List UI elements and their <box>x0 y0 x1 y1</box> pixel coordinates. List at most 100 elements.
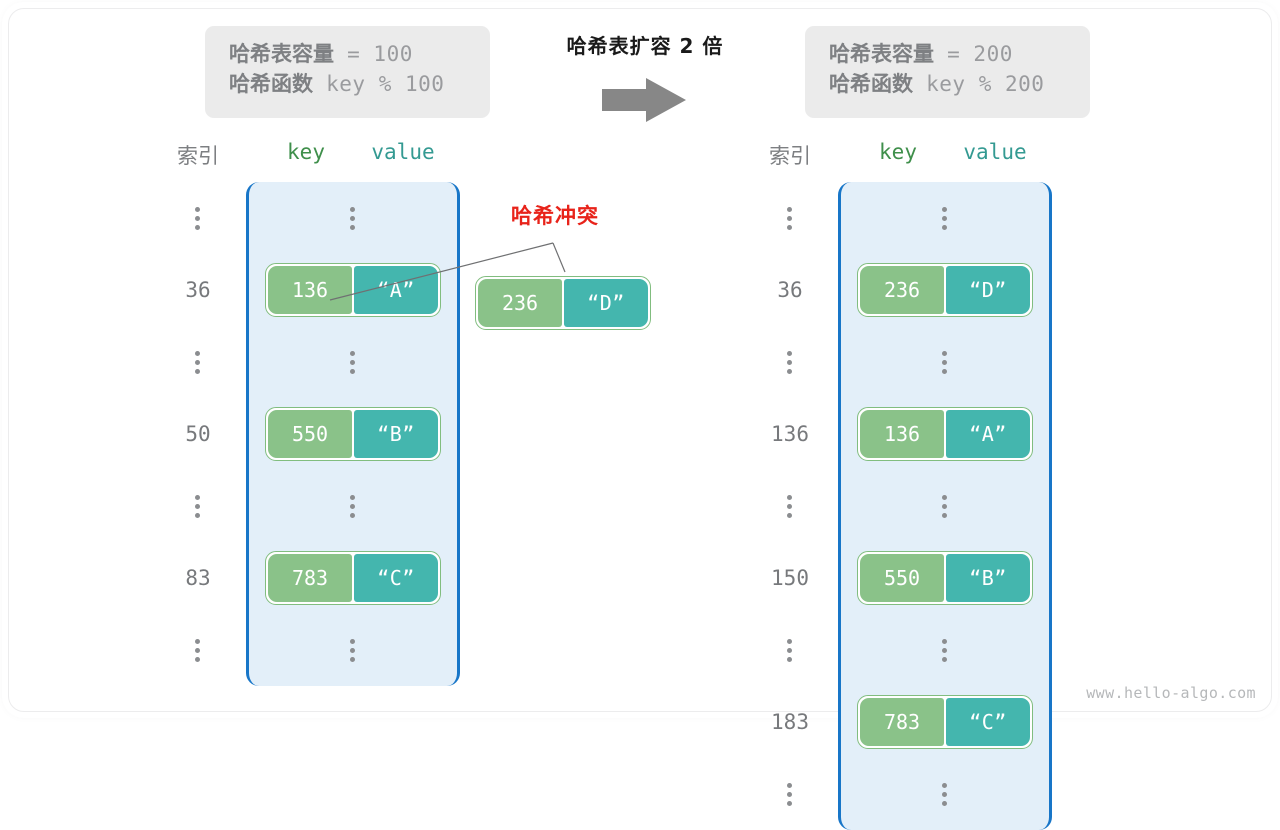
table-headers-after: 索引 key value <box>742 140 1052 182</box>
index-column-before: 36 50 83 <box>150 182 246 686</box>
vertical-ellipsis-icon <box>942 491 948 522</box>
vertical-ellipsis-icon <box>942 635 948 666</box>
function-line-after: 哈希函数 key % 200 <box>829 70 1066 100</box>
vertical-ellipsis-icon <box>787 779 793 810</box>
transform-title: 哈希表扩容 2 倍 <box>566 34 724 58</box>
entry-value: “B” <box>354 410 438 458</box>
entry-value: “D” <box>946 266 1030 314</box>
entry-pill: 236“D” <box>857 263 1033 317</box>
vertical-ellipsis-icon <box>350 491 356 522</box>
table-headers-before: 索引 key value <box>150 140 460 182</box>
bucket-slot-empty <box>249 326 457 398</box>
index-cell <box>742 326 838 398</box>
bucket-slot-empty <box>249 182 457 254</box>
capacity-line-after: 哈希表容量 = 200 <box>829 40 1066 70</box>
bucket-column-before: 136“A” 550“B” 783“C” <box>246 182 460 686</box>
vertical-ellipsis-icon <box>787 491 793 522</box>
bucket-slot: 783“C” <box>249 542 457 614</box>
bucket-slot-empty <box>249 614 457 686</box>
vertical-ellipsis-icon <box>195 635 201 666</box>
bucket-slot-empty <box>841 326 1049 398</box>
bucket-slot: 236“D” <box>841 254 1049 326</box>
bucket-slot-empty <box>841 182 1049 254</box>
capacity-value-after: = 200 <box>934 42 1013 66</box>
hash-table-before: 索引 key value 36 50 83 136“A” 550“B” 783“C” <box>150 140 460 686</box>
index-cell: 50 <box>185 422 211 446</box>
info-box-after: 哈希表容量 = 200 哈希函数 key % 200 <box>805 26 1090 118</box>
vertical-ellipsis-icon <box>350 347 356 378</box>
entry-pill: 236 “D” <box>475 276 651 330</box>
vertical-ellipsis-icon <box>195 347 201 378</box>
vertical-ellipsis-icon <box>942 779 948 810</box>
bucket-slot: 550“B” <box>249 398 457 470</box>
entry-key: 550 <box>860 554 944 602</box>
collision-entry: 236 “D” <box>475 276 651 330</box>
function-value-after: key % 200 <box>913 71 1045 96</box>
index-cell: 183 <box>771 710 809 734</box>
diagram-canvas: 哈希表容量 = 100 哈希函数 key % 100 哈希表扩容 2 倍 哈希表… <box>8 8 1272 830</box>
index-cell <box>150 182 246 254</box>
collision-label: 哈希冲突 <box>511 204 599 228</box>
entry-value: “A” <box>354 266 438 314</box>
function-label-before: 哈希函数 <box>229 71 313 96</box>
bucket-slot: 783“C” <box>841 686 1049 758</box>
entry-pill: 783“C” <box>857 695 1033 749</box>
entry-pill: 136“A” <box>265 263 441 317</box>
index-cell: 83 <box>185 566 211 590</box>
entry-key: 783 <box>268 554 352 602</box>
entry-pill: 783“C” <box>265 551 441 605</box>
entry-value: “A” <box>946 410 1030 458</box>
header-value-before: value <box>371 140 435 164</box>
info-box-before: 哈希表容量 = 100 哈希函数 key % 100 <box>205 26 490 118</box>
bucket-slot-empty <box>249 470 457 542</box>
index-cell <box>742 758 838 830</box>
function-value-before: key % 100 <box>313 71 445 96</box>
index-cell: 136 <box>771 422 809 446</box>
capacity-line-before: 哈希表容量 = 100 <box>229 40 466 70</box>
function-line-before: 哈希函数 key % 100 <box>229 70 466 100</box>
bucket-slot: 136“A” <box>841 398 1049 470</box>
entry-value: “C” <box>946 698 1030 746</box>
capacity-label-after: 哈希表容量 <box>829 42 934 66</box>
bucket-column-after: 236“D” 136“A” 550“B” 783“C” <box>838 182 1052 830</box>
header-value-after: value <box>963 140 1027 164</box>
entry-key: 783 <box>860 698 944 746</box>
entry-pill: 136“A” <box>857 407 1033 461</box>
entry-key: 236 <box>860 266 944 314</box>
entry-value: “B” <box>946 554 1030 602</box>
index-cell <box>150 470 246 542</box>
header-key-after: key <box>879 140 917 164</box>
watermark: www.hello-algo.com <box>1086 684 1256 702</box>
capacity-label-before: 哈希表容量 <box>229 42 334 66</box>
index-cell <box>742 182 838 254</box>
vertical-ellipsis-icon <box>942 347 948 378</box>
capacity-value-before: = 100 <box>334 42 413 66</box>
entry-value: “D” <box>564 279 648 327</box>
bucket-slot: 550“B” <box>841 542 1049 614</box>
vertical-ellipsis-icon <box>787 635 793 666</box>
entry-key: 136 <box>268 266 352 314</box>
function-label-after: 哈希函数 <box>829 71 913 96</box>
entry-value: “C” <box>354 554 438 602</box>
index-cell <box>150 614 246 686</box>
vertical-ellipsis-icon <box>787 347 793 378</box>
entry-key: 236 <box>478 279 562 327</box>
entry-pill: 550“B” <box>857 551 1033 605</box>
vertical-ellipsis-icon <box>195 203 201 234</box>
entry-key: 550 <box>268 410 352 458</box>
bucket-slot-empty <box>841 470 1049 542</box>
vertical-ellipsis-icon <box>350 635 356 666</box>
vertical-ellipsis-icon <box>942 203 948 234</box>
right-arrow-icon <box>602 78 686 122</box>
header-index-before: 索引 <box>177 144 219 168</box>
index-cell: 36 <box>185 278 211 302</box>
index-cell <box>742 614 838 686</box>
bucket-slot: 136“A” <box>249 254 457 326</box>
index-cell: 36 <box>777 278 803 302</box>
entry-pill: 550“B” <box>265 407 441 461</box>
entry-key: 136 <box>860 410 944 458</box>
header-index-after: 索引 <box>769 144 811 168</box>
index-cell: 150 <box>771 566 809 590</box>
vertical-ellipsis-icon <box>195 491 201 522</box>
